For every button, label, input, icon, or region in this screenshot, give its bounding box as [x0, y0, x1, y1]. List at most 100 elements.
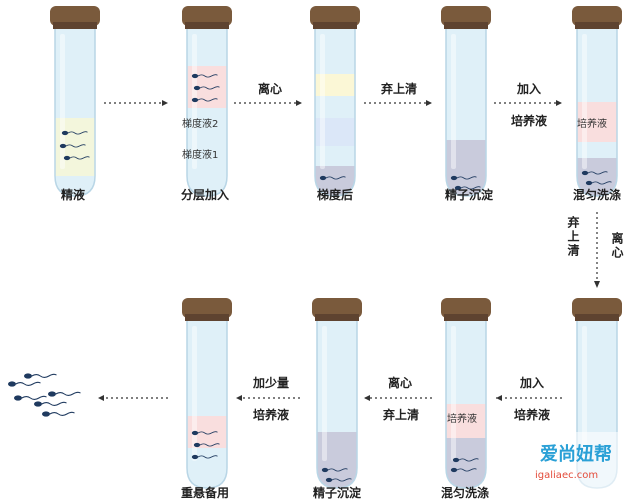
- tube-label-layered: 分层加入: [180, 188, 229, 202]
- tube-layer-tube_fill: [187, 108, 227, 183]
- arrow-head: [296, 100, 302, 106]
- sperm-head: [191, 97, 199, 103]
- sperm-head: [48, 391, 56, 397]
- sperm-cell: [59, 143, 86, 149]
- arrow-head: [162, 100, 168, 106]
- watermark-backdrop: [490, 432, 640, 492]
- tube-outline: [445, 319, 487, 489]
- sperm-cell: [321, 467, 348, 473]
- tube-wash: [572, 6, 622, 197]
- sperm-cell: [325, 477, 352, 483]
- tube-highlight: [451, 34, 456, 169]
- tube-cap-rim: [185, 22, 229, 29]
- tube-after-gradient: [310, 6, 360, 197]
- tube-outline: [316, 319, 358, 489]
- gradient-1-label: 梯度液1: [182, 150, 219, 161]
- sperm-head: [452, 457, 460, 463]
- sperm-head: [325, 477, 333, 483]
- tube-layer-blue_layer: [315, 118, 355, 146]
- tube-outline: [54, 27, 96, 197]
- tube-layer-pink: [577, 102, 617, 142]
- tube-layer-tube_fill: [187, 448, 227, 488]
- vertical-label-centrifuge: 离心: [610, 232, 624, 260]
- sperm-free-3: [34, 401, 67, 407]
- sperm-tail: [458, 458, 479, 462]
- arrow-head: [364, 395, 370, 401]
- arrow-label-add-1: 加入: [516, 82, 541, 96]
- tube-layer-pellet: [446, 438, 486, 488]
- sperm-head: [193, 85, 201, 91]
- arrow-label-centrifuge-1: 离心: [257, 82, 282, 96]
- tube-cap: [572, 298, 622, 318]
- sperm-tail: [591, 181, 612, 185]
- tube-cap-rim: [313, 22, 357, 29]
- sperm-tail: [65, 144, 86, 148]
- tube-outline: [186, 27, 228, 197]
- sperm-cell: [63, 155, 90, 161]
- tube-label-resuspend: 重悬备用: [180, 486, 229, 500]
- tube-outline: [186, 319, 228, 489]
- tube-cap: [572, 6, 622, 26]
- sperm-head: [191, 73, 199, 79]
- sperm-cell: [450, 467, 477, 473]
- arrow-head: [98, 395, 104, 401]
- arrow-head: [236, 395, 242, 401]
- sperm-cell: [193, 85, 220, 91]
- tube-cap-rim: [53, 22, 97, 29]
- tube-pellet-2: [312, 298, 362, 489]
- sperm-cell: [191, 97, 218, 103]
- sperm-tail: [199, 443, 220, 447]
- tube-body: [186, 319, 228, 489]
- sperm-tail: [456, 468, 477, 472]
- sperm-head: [321, 467, 329, 473]
- arrow-label-medium-3: 培养液: [252, 408, 289, 422]
- sperm-head: [191, 454, 199, 460]
- sperm-head: [193, 442, 201, 448]
- arrow-8: [98, 395, 168, 401]
- tube-cap: [312, 298, 362, 318]
- sperm-tail: [41, 401, 67, 406]
- sperm-free-4: [48, 391, 81, 397]
- sperm-head: [454, 185, 462, 191]
- sperm-tail: [460, 186, 481, 190]
- tube-highlight: [320, 34, 325, 169]
- sperm-cell: [191, 73, 218, 79]
- tube-cap: [182, 298, 232, 318]
- sperm-cell: [191, 430, 218, 436]
- sperm-tail: [327, 468, 348, 472]
- sperm-free-0: [8, 381, 41, 387]
- sperm-tail: [456, 176, 477, 180]
- sperm-head: [61, 130, 69, 136]
- tube-highlight: [582, 34, 587, 169]
- arrow-vertical: [594, 212, 600, 288]
- sperm-tail: [587, 171, 608, 175]
- medium-label-bottom: 培养液: [447, 414, 477, 425]
- arrow-label-add-2: 加入: [519, 376, 544, 390]
- arrow-label-discard-1: 弃上清: [380, 82, 417, 96]
- tube-layer-pink: [446, 404, 486, 438]
- sperm-head: [191, 430, 199, 436]
- tube-cap: [310, 6, 360, 26]
- tube-layer-pellet: [315, 166, 355, 196]
- tube-body: [576, 27, 618, 197]
- sperm-head: [319, 175, 327, 181]
- tube-contents: [577, 102, 617, 196]
- sperm-tail: [69, 156, 90, 160]
- sperm-tail: [197, 431, 218, 435]
- tube-cap: [50, 6, 100, 26]
- tube-label-semen: 精液: [60, 188, 85, 202]
- tube-outline: [576, 27, 618, 197]
- sperm-head: [14, 395, 22, 401]
- sperm-cell: [452, 457, 479, 463]
- arrow-3: [364, 100, 432, 106]
- tube-highlight: [582, 326, 587, 461]
- sperm-cell: [193, 442, 220, 448]
- sperm-head: [34, 401, 42, 407]
- sperm-head: [59, 143, 67, 149]
- tube-label-pellet-2: 精子沉淀: [312, 486, 361, 500]
- tube-body: [314, 27, 356, 197]
- sperm-tail: [331, 478, 352, 482]
- sperm-free-1: [24, 373, 57, 379]
